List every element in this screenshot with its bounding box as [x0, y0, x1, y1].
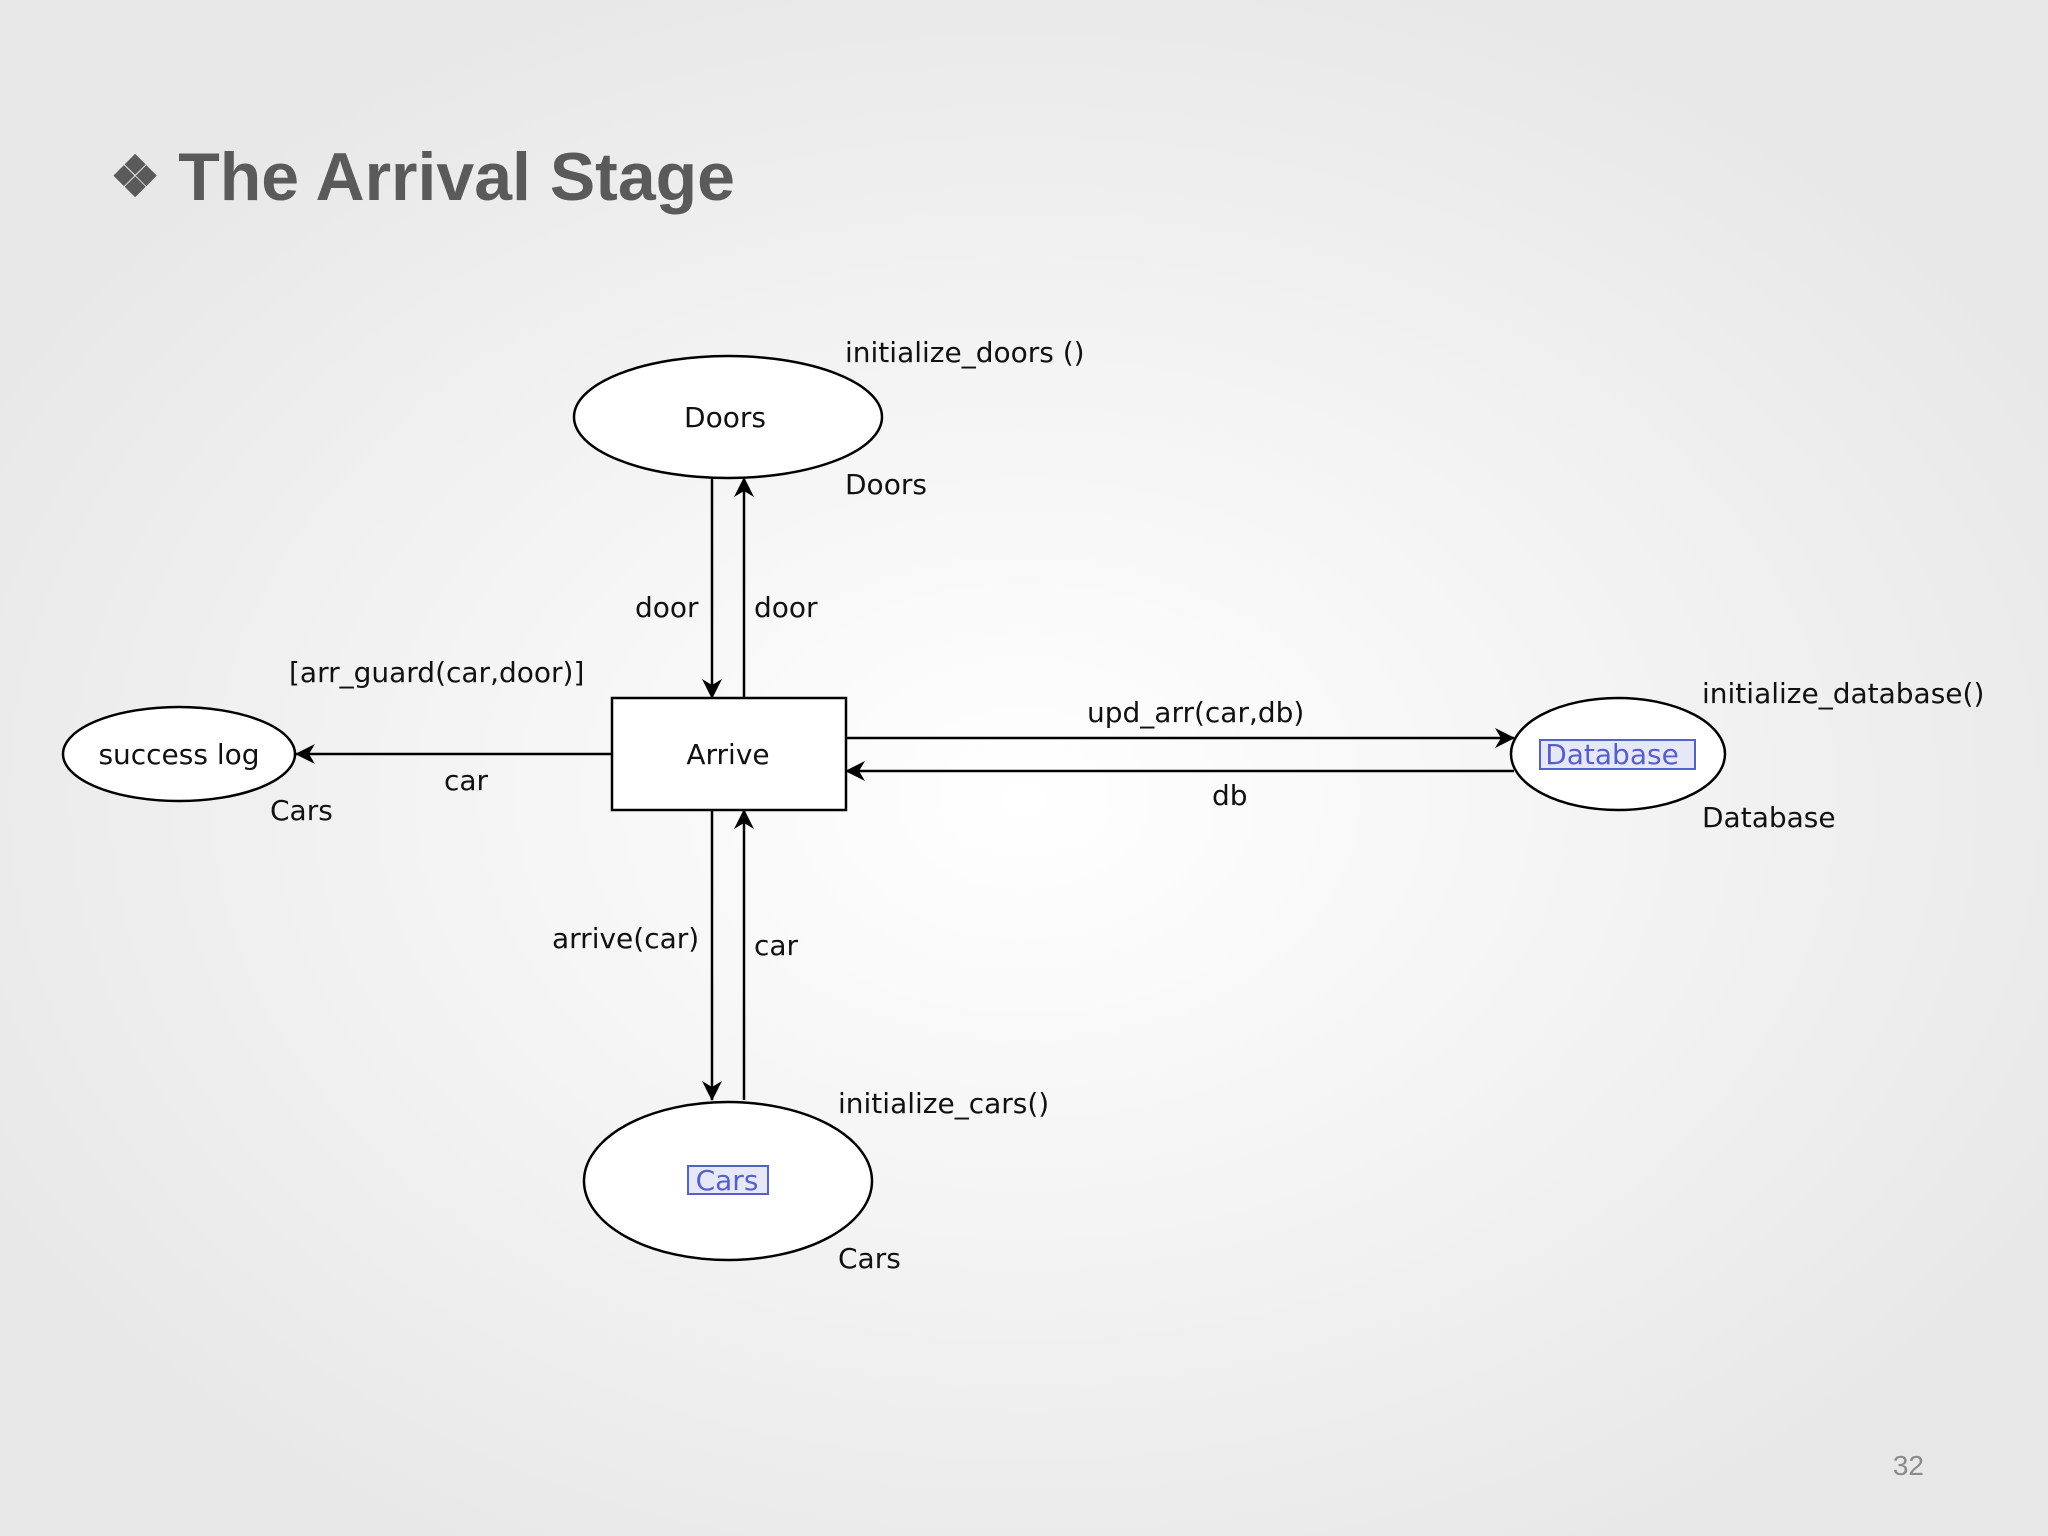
arc-label-arrive-to-doors: door: [754, 591, 818, 624]
doors-type-label: Doors: [845, 468, 927, 501]
place-doors: [572, 354, 884, 480]
diamond-bullet-icon: ❖: [110, 145, 161, 208]
transition-guard: [arr_guard(car,door)]: [289, 656, 584, 689]
place-success-log: [61, 705, 297, 803]
cars-init-expression: initialize_cars(): [838, 1087, 1049, 1120]
database-marking-box: [1539, 739, 1696, 770]
arc-label-arrive-to-cars: arrive(car): [552, 922, 699, 955]
doors-init-expression: initialize_doors (): [845, 336, 1085, 369]
success-log-type-label: Cars: [270, 794, 333, 827]
arc-label-database-to-arrive: db: [1212, 779, 1248, 812]
place-database-label: Database: [1545, 738, 1679, 771]
transition-arrive-label: Arrive: [686, 738, 769, 771]
place-doors-label: Doors: [684, 401, 766, 434]
page-number: 32: [1892, 1450, 1924, 1481]
arc-label-doors-to-arrive: door: [635, 591, 699, 624]
slide-title: ❖ The Arrival Stage: [110, 132, 735, 222]
transition-arrive: [610, 696, 848, 812]
slide-title-text: The Arrival Stage: [178, 139, 735, 215]
cars-marking-box: [687, 1165, 769, 1195]
arc-label-arrive-to-success: car: [444, 764, 489, 797]
arc-label-arrive-to-database: upd_arr(car,db): [1087, 696, 1304, 729]
database-init-expression: initialize_database(): [1702, 677, 1984, 710]
database-type-label: Database: [1702, 801, 1836, 834]
cars-type-label: Cars: [838, 1242, 901, 1275]
place-success-log-label: success log: [98, 738, 259, 771]
arc-label-cars-to-arrive: car: [754, 929, 799, 962]
place-cars-label: Cars: [696, 1164, 759, 1197]
